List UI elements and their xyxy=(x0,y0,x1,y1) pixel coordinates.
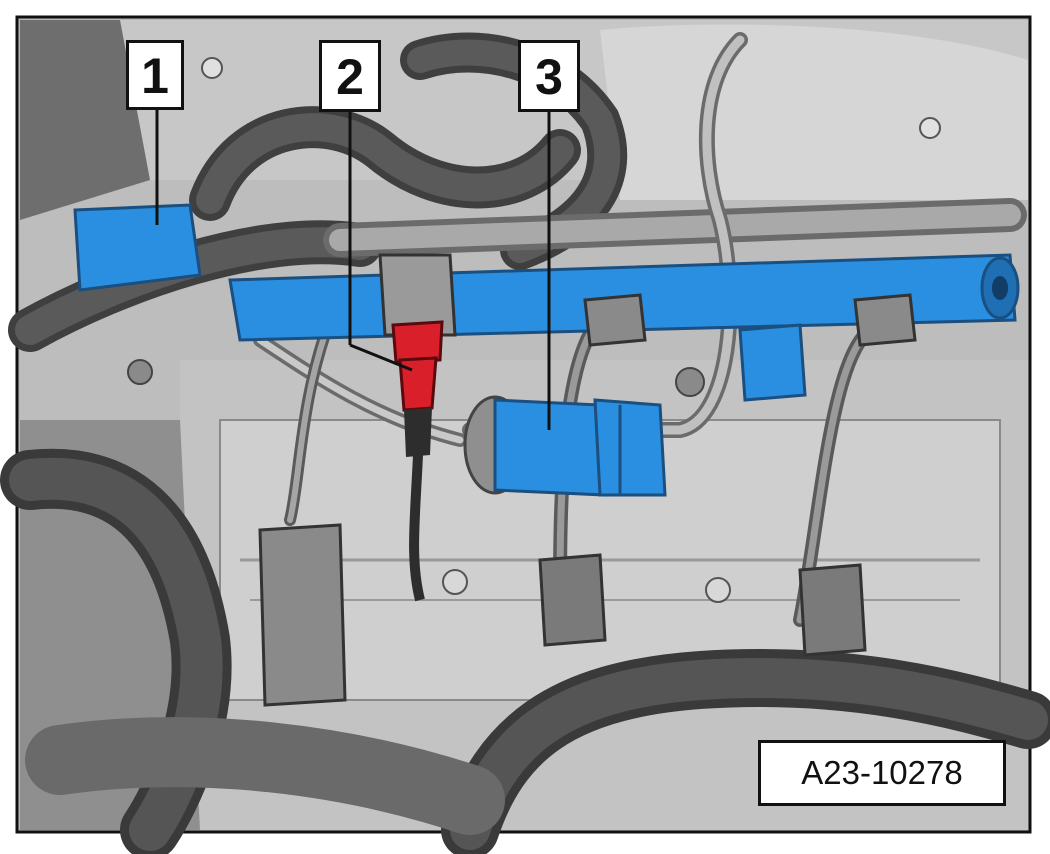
reference-code-label: A23-10278 xyxy=(758,740,1006,806)
connectors xyxy=(258,253,917,707)
callout-1: 1 xyxy=(126,40,184,110)
leader-line-2-tail xyxy=(349,343,413,372)
pressure-sensor xyxy=(391,320,444,602)
leader-lines xyxy=(155,110,551,430)
pressure-regulator xyxy=(463,395,667,497)
callout-2: 2 xyxy=(319,40,381,112)
callout-3: 3 xyxy=(518,40,580,112)
